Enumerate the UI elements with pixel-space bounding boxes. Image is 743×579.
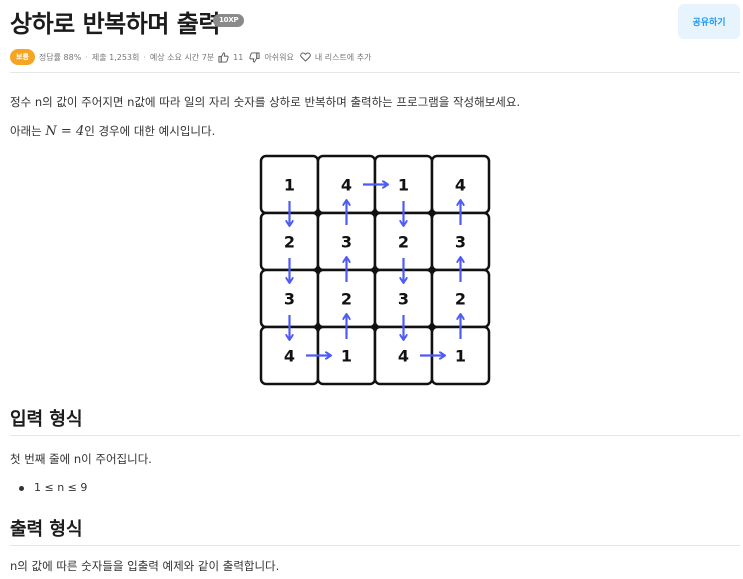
grid-cell-value: 2 xyxy=(284,233,295,252)
header-divider xyxy=(10,72,740,73)
grid-cell-value: 1 xyxy=(398,176,409,195)
grid-cell-value: 2 xyxy=(455,290,466,309)
problem-title: 상하로 반복하며 출력 xyxy=(10,10,220,38)
description-line-2: 아래는 N = 4인 경우에 대한 예시입니다. xyxy=(10,123,215,139)
like-count: 11 xyxy=(233,52,244,62)
share-button[interactable]: 공유하기 xyxy=(678,4,740,39)
dislike-label: 아쉬워요 xyxy=(264,52,294,62)
add-to-list-button[interactable]: 내 리스트에 추가 xyxy=(300,52,372,63)
grid-junction-dot xyxy=(315,267,321,273)
grid-junction-dot xyxy=(429,210,435,216)
problem-meta: 보통 정답률 88% · 제출 1,253회 · 예상 소요 시간 7분 11 … xyxy=(10,48,371,66)
output-description: n의 값에 따른 숫자들을 입출력 예제와 같이 출력합니다. xyxy=(10,559,280,573)
grid-cell-value: 1 xyxy=(284,176,295,195)
submissions-text: 제출 1,253회 xyxy=(91,52,140,62)
input-description: 첫 번째 줄에 n이 주어집니다. xyxy=(10,452,152,466)
description-line-2-suffix: 인 경우에 대한 예시입니다. xyxy=(84,124,216,138)
grid-cell-value: 1 xyxy=(455,347,466,366)
grid-cell-value: 2 xyxy=(341,290,352,309)
grid-cell-value: 4 xyxy=(284,347,295,366)
description-line-1: 정수 n의 값이 주어지면 n값에 따라 일의 자리 숫자를 상하로 반복하며 … xyxy=(10,95,521,109)
input-section-divider xyxy=(10,435,740,436)
grid-cell-value: 4 xyxy=(455,176,466,195)
grid-cell-value: 4 xyxy=(398,347,409,366)
accuracy-text: 정답률 88% xyxy=(38,52,82,62)
like-button[interactable]: 11 xyxy=(218,51,244,63)
grid-junction-dot xyxy=(315,210,321,216)
grid-cell-value: 3 xyxy=(284,290,295,309)
grid-cell-value: 2 xyxy=(398,233,409,252)
grid-cell-value: 3 xyxy=(398,290,409,309)
level-badge: 보통 xyxy=(10,49,35,65)
output-section-divider xyxy=(10,545,740,546)
grid-junction-dot xyxy=(372,210,378,216)
grid-junction-dot xyxy=(429,267,435,273)
example-grid-illustration: 1 4 1 4 2 3 2 3 3 2 3 2 4 1 4 1 xyxy=(259,154,491,386)
estimated-time-text: 예상 소요 시간 7분 xyxy=(149,52,215,62)
grid-junction-dot xyxy=(372,324,378,330)
thumbs-down-icon xyxy=(249,51,260,63)
math-expression: N = 4 xyxy=(45,124,85,139)
grid-junction-dot xyxy=(315,324,321,330)
input-constraint-text: 1 ≤ n ≤ 9 xyxy=(34,481,88,494)
grid-cell-value: 1 xyxy=(341,347,352,366)
output-section-title: 출력 형식 xyxy=(10,519,83,540)
input-constraint: 1 ≤ n ≤ 9 xyxy=(18,481,88,494)
description-line-2-prefix: 아래는 xyxy=(10,124,46,138)
grid-cell-value: 3 xyxy=(341,233,352,252)
grid-junction-dot xyxy=(372,267,378,273)
thumbs-up-icon xyxy=(218,51,229,63)
xp-badge: 10XP xyxy=(213,14,245,27)
dislike-button[interactable]: 아쉬워요 xyxy=(249,51,294,63)
grid-junction-dot xyxy=(429,324,435,330)
add-list-label: 내 리스트에 추가 xyxy=(314,52,372,62)
input-section-title: 입력 형식 xyxy=(10,409,83,430)
grid-cell-value: 3 xyxy=(455,233,466,252)
meta-separator: · xyxy=(85,52,88,62)
grid-cell-value: 4 xyxy=(341,176,352,195)
heart-icon xyxy=(300,52,311,62)
meta-separator: · xyxy=(143,52,146,62)
